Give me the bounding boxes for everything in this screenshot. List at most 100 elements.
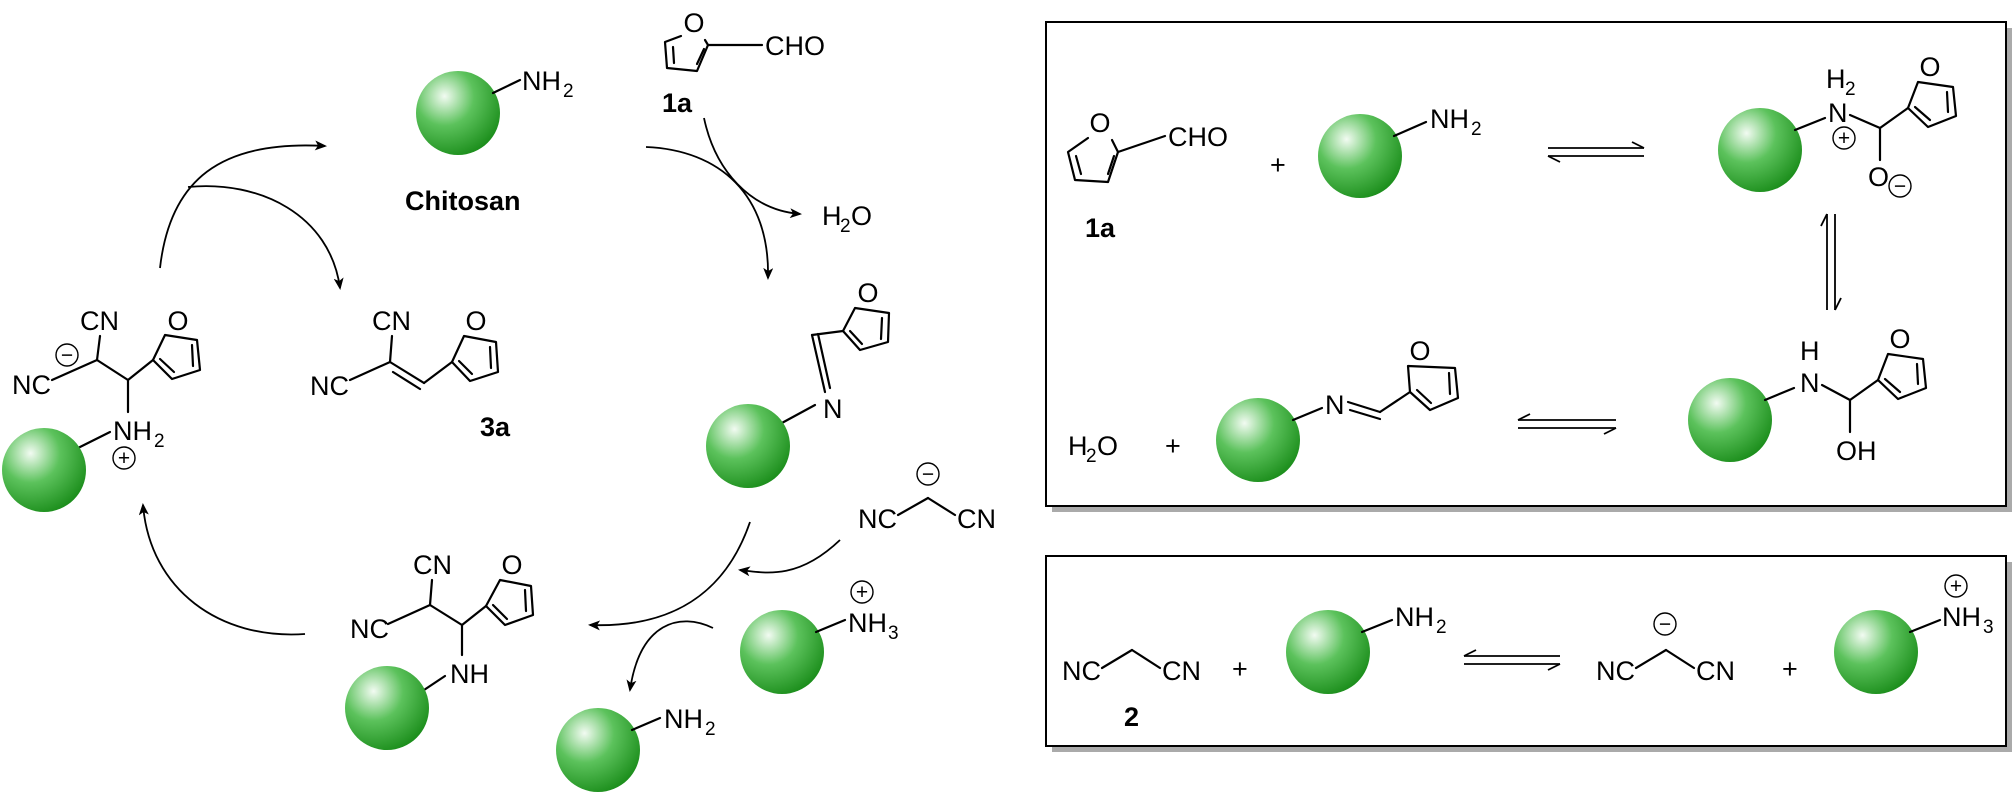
furan-oxygen: O — [857, 278, 878, 308]
svg-text:H: H — [822, 201, 842, 231]
svg-text:NC: NC — [1596, 656, 1635, 686]
malononitrile-anion-cycle: NC CN − — [858, 462, 996, 534]
arrow-michael-addition — [588, 521, 751, 631]
box2-malononitrile: NC CN 2 — [1062, 648, 1201, 732]
svg-text:NH: NH — [1430, 104, 1469, 134]
svg-text:+: + — [856, 581, 868, 604]
svg-text:NC: NC — [310, 371, 349, 401]
plus-sign: + — [1232, 654, 1248, 684]
svg-text:−: − — [1894, 175, 1906, 198]
svg-text:O: O — [1089, 108, 1110, 138]
svg-text:3: 3 — [888, 623, 899, 644]
svg-text:2: 2 — [1086, 446, 1097, 467]
svg-text:+: + — [1838, 127, 1850, 150]
svg-text:2: 2 — [1845, 79, 1856, 100]
svg-text:2: 2 — [1436, 617, 1447, 638]
svg-text:O: O — [1409, 336, 1430, 366]
svg-text:H: H — [1800, 336, 1820, 366]
aldehyde-label: CHO — [765, 31, 825, 61]
svg-text:1a: 1a — [1085, 213, 1116, 243]
arrow-proton-transfer — [138, 503, 306, 636]
box1-water: H 2 O — [1068, 431, 1118, 467]
svg-text:NH: NH — [1395, 602, 1434, 632]
chitosan-label: Chitosan — [405, 186, 521, 216]
svg-text:N: N — [1325, 390, 1345, 420]
box1-furfural: O CHO 1a — [1066, 108, 1228, 243]
svg-text:+: + — [1950, 575, 1962, 598]
plus-sign: + — [1165, 431, 1181, 461]
svg-text:CHO: CHO — [1168, 122, 1228, 152]
equilibrium-arrow-3 — [1517, 413, 1617, 435]
equilibrium-arrow-2 — [1820, 213, 1842, 311]
furfural-1a-top: O CHO 1a — [662, 8, 825, 118]
svg-text:O: O — [167, 306, 188, 336]
box2-ammonium-bead: NH 3 + — [1834, 574, 1994, 694]
svg-text:−: − — [1659, 613, 1671, 636]
box1-mechanism-panel: O CHO 1a + NH 2 H 2 N — [1045, 21, 2012, 512]
svg-text:NH: NH — [450, 659, 489, 689]
box1-hemiaminal-zwitterion: H 2 N + O − O — [1718, 52, 1958, 198]
box1-imine-bead: N O — [1216, 336, 1460, 482]
compound-id-3a: 3a — [480, 412, 511, 442]
plus-sign: + — [1782, 654, 1798, 684]
svg-text:O: O — [1889, 324, 1910, 354]
svg-text:2: 2 — [705, 719, 716, 740]
chitosan-bead: NH 2 — [416, 66, 574, 155]
arrow-product-release — [187, 185, 344, 290]
box2-amine-bead: NH 2 — [1286, 602, 1447, 694]
adduct-bead: CN NC O NH — [345, 550, 535, 750]
svg-text:3: 3 — [1983, 617, 1994, 638]
svg-text:O: O — [1868, 162, 1889, 192]
svg-text:O: O — [851, 201, 872, 231]
svg-text:NH: NH — [1942, 602, 1981, 632]
furan-oxygen: O — [683, 8, 704, 38]
svg-text:H: H — [1826, 64, 1846, 94]
arrow-anion-in — [738, 539, 841, 577]
svg-text:NH: NH — [848, 608, 887, 638]
svg-text:NC: NC — [1062, 656, 1101, 686]
zwitterion-bead: CN − NC O NH 2 + — [2, 306, 202, 512]
svg-text:N: N — [1828, 98, 1848, 128]
arrow-imine-formation — [645, 146, 774, 280]
svg-text:CN: CN — [413, 550, 452, 580]
compound-id-1a: 1a — [662, 88, 693, 118]
svg-text:O: O — [465, 306, 486, 336]
svg-text:CN: CN — [372, 306, 411, 336]
box1-amine-bead: NH 2 — [1318, 104, 1482, 198]
svg-text:CN: CN — [957, 504, 996, 534]
box2-deprotonation-panel: NC CN 2 + NH 2 NC CN − + — [1045, 555, 2012, 752]
svg-text:CN: CN — [1162, 656, 1201, 686]
arrow-catalyst-regeneration — [159, 140, 327, 269]
svg-text:CN: CN — [80, 306, 119, 336]
svg-text:O: O — [501, 550, 522, 580]
imine-nitrogen: N — [823, 394, 843, 424]
product-3a: CN NC O 3a — [310, 306, 511, 442]
svg-text:NC: NC — [350, 614, 389, 644]
svg-text:NH: NH — [113, 416, 152, 446]
svg-text:N: N — [1800, 368, 1820, 398]
arrow-water-release — [703, 117, 802, 219]
arrow-amine-out — [626, 620, 714, 692]
equilibrium-arrow-4 — [1463, 649, 1561, 671]
ammonium-bead-cycle: NH 3 + — [740, 580, 899, 694]
svg-text:O: O — [1097, 431, 1118, 461]
svg-text:−: − — [922, 463, 934, 486]
svg-text:O: O — [1919, 52, 1940, 82]
svg-text:NH: NH — [664, 704, 703, 734]
amine-bead-released: NH 2 — [556, 704, 716, 792]
amine-subscript: 2 — [563, 81, 574, 102]
svg-text:NC: NC — [12, 370, 51, 400]
svg-text:H: H — [1068, 431, 1088, 461]
svg-text:−: − — [61, 344, 73, 367]
imine-bead: O N — [706, 278, 891, 488]
amine-label: NH — [522, 66, 561, 96]
equilibrium-arrow-1 — [1547, 141, 1645, 163]
svg-text:CN: CN — [1696, 656, 1735, 686]
svg-text:OH: OH — [1836, 436, 1877, 466]
svg-text:NC: NC — [858, 504, 897, 534]
svg-text:+: + — [118, 447, 130, 470]
box1-hemiaminal: H N OH O — [1688, 324, 1928, 466]
svg-text:2: 2 — [154, 431, 165, 452]
svg-text:2: 2 — [840, 216, 851, 237]
